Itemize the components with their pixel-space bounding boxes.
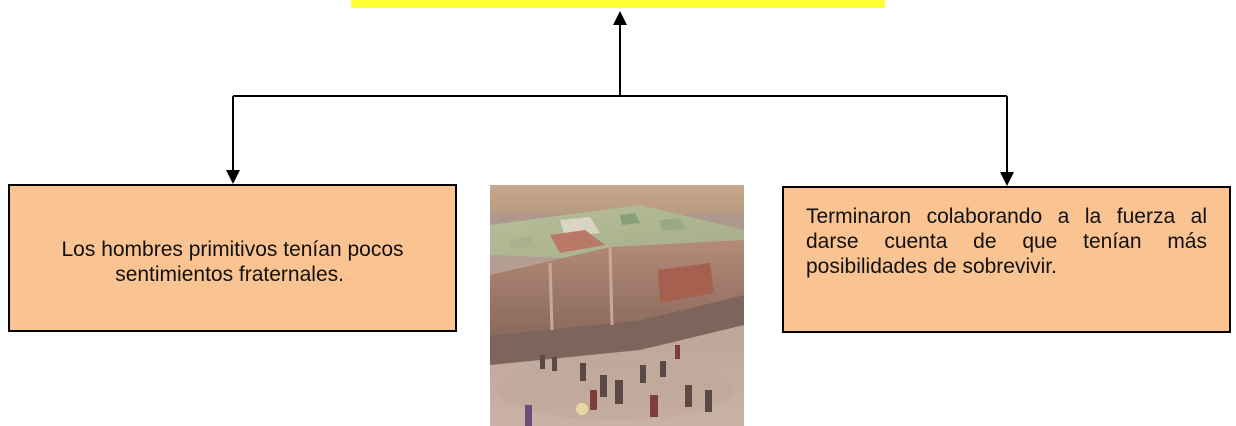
arrow-down-left-icon xyxy=(226,170,240,184)
painting-image xyxy=(490,185,744,426)
left-box-text: Los hombres primitivos tenían pocos sent… xyxy=(61,238,404,286)
left-box-trailing-mark: . xyxy=(343,263,350,286)
arrow-up-icon xyxy=(613,11,627,25)
arrow-down-right-icon xyxy=(1000,172,1014,186)
painting-icon xyxy=(490,185,744,426)
left-text-box: Los hombres primitivos tenían pocos sent… xyxy=(8,184,457,332)
right-text-box: Terminaron colaborando a la fuerza al da… xyxy=(782,186,1231,333)
top-yellow-box xyxy=(351,0,885,8)
right-box-text: Terminaron colaborando a la fuerza al da… xyxy=(806,205,1207,278)
